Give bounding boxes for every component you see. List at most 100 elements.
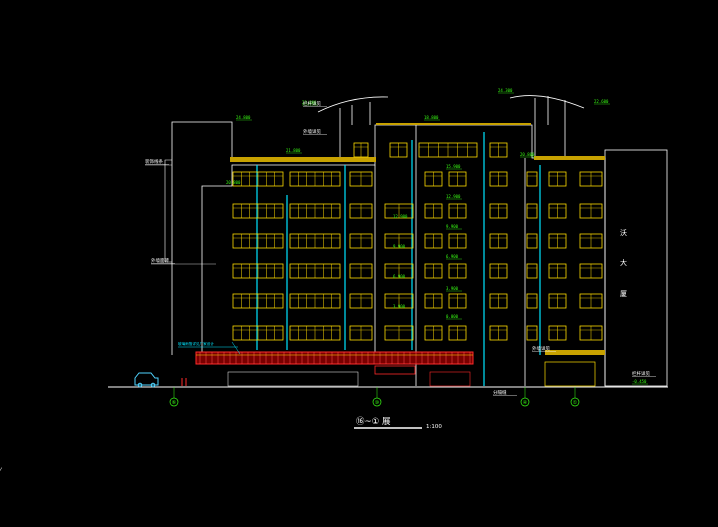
level-mark: 12.900 xyxy=(393,214,408,219)
window xyxy=(579,325,603,341)
window xyxy=(526,293,538,309)
roof-canopy-right xyxy=(509,95,585,156)
grid-axis-2: ⑩ xyxy=(375,400,380,406)
window xyxy=(424,263,443,279)
level-mark: 21.800 xyxy=(286,148,301,153)
level-mark: 12.900 xyxy=(446,194,461,199)
window xyxy=(349,293,373,309)
ground-floor-shopfront xyxy=(195,350,605,387)
left-wall xyxy=(164,159,172,263)
window xyxy=(349,263,373,279)
window xyxy=(526,233,538,249)
window xyxy=(349,203,373,219)
side-building-label-2: 大 xyxy=(620,258,627,267)
window xyxy=(448,203,467,219)
window xyxy=(384,263,414,279)
window xyxy=(289,293,341,309)
window xyxy=(448,325,467,341)
window xyxy=(579,263,603,279)
window xyxy=(384,293,414,309)
side-building-label-3: 厦 xyxy=(620,290,627,298)
drain-pipes xyxy=(256,132,541,386)
signboard-note-text: 玻璃雨篷详见厂家设计 xyxy=(178,341,214,346)
drawing-title: ⑯~① 展 1:100 xyxy=(354,417,442,430)
window xyxy=(424,325,443,341)
window xyxy=(418,142,478,158)
window xyxy=(548,233,567,249)
window xyxy=(289,233,341,249)
level-mark: 24.800 xyxy=(236,115,251,120)
level-mark: 23.800 xyxy=(302,100,317,105)
level-mark: 9.900 xyxy=(393,244,406,249)
entrance-posts xyxy=(181,378,187,386)
window xyxy=(579,171,603,187)
window xyxy=(526,171,538,187)
level-mark: 15.900 xyxy=(446,164,461,169)
roof-slabs xyxy=(230,123,605,162)
annotation-note: 栏杆详见 xyxy=(632,370,650,377)
window xyxy=(232,171,284,187)
window xyxy=(548,171,567,187)
window xyxy=(289,203,341,219)
roof-canopy-left xyxy=(317,96,389,157)
level-mark: 24.300 xyxy=(498,88,513,93)
window-group xyxy=(232,142,603,341)
drawing-scale: 1:100 xyxy=(426,424,442,430)
window xyxy=(232,263,284,279)
annotation-note: 栏杆详见 xyxy=(303,100,321,107)
level-marks: 24.800 23.800 24.300 22.600 21.800 20.800 18.8… xyxy=(226,88,648,385)
window xyxy=(579,233,603,249)
window xyxy=(489,171,508,187)
level-mark: 6.900 xyxy=(393,274,406,279)
window xyxy=(384,325,414,341)
window xyxy=(424,171,443,187)
level-mark: 6.900 xyxy=(446,254,459,259)
window xyxy=(526,203,538,219)
car-icon xyxy=(134,372,159,388)
window xyxy=(489,142,508,158)
grid-axes: ⑥ ⑩ ④ ① xyxy=(169,387,580,407)
window xyxy=(448,293,467,309)
grid-axis-4: ① xyxy=(573,400,578,406)
window xyxy=(579,203,603,219)
level-mark: 22.600 xyxy=(594,99,609,104)
window xyxy=(489,263,508,279)
window xyxy=(548,293,567,309)
level-mark: 0.000 xyxy=(446,314,459,319)
level-mark: -0.450 xyxy=(632,379,647,384)
window xyxy=(489,293,508,309)
window xyxy=(349,233,373,249)
window xyxy=(389,142,408,158)
level-mark: 9.900 xyxy=(446,224,459,229)
window xyxy=(353,142,369,158)
ucs-icon: ⁄ xyxy=(0,467,3,474)
window xyxy=(424,233,443,249)
grid-axis-1: ⑥ xyxy=(172,400,177,406)
window xyxy=(424,293,443,309)
window xyxy=(232,293,284,309)
window xyxy=(548,325,567,341)
window xyxy=(526,325,538,341)
window xyxy=(232,203,284,219)
window xyxy=(489,325,508,341)
window xyxy=(349,325,373,341)
window xyxy=(448,263,467,279)
window xyxy=(349,171,373,187)
level-mark: 18.800 xyxy=(424,115,439,120)
window xyxy=(232,325,284,341)
grid-axis-3: ④ xyxy=(523,400,528,406)
annotation-note: 装饰线条 xyxy=(145,158,163,165)
level-mark: 20.800 xyxy=(520,152,535,157)
annotation-note: 外墙面砖 xyxy=(151,257,169,264)
window xyxy=(489,233,508,249)
window xyxy=(289,325,341,341)
level-mark: 3.900 xyxy=(446,286,459,291)
window xyxy=(548,263,567,279)
window xyxy=(289,171,341,187)
window xyxy=(384,203,414,219)
annotation-note: 外墙详见 xyxy=(303,128,321,135)
window xyxy=(526,263,538,279)
window xyxy=(289,263,341,279)
window xyxy=(424,203,443,219)
